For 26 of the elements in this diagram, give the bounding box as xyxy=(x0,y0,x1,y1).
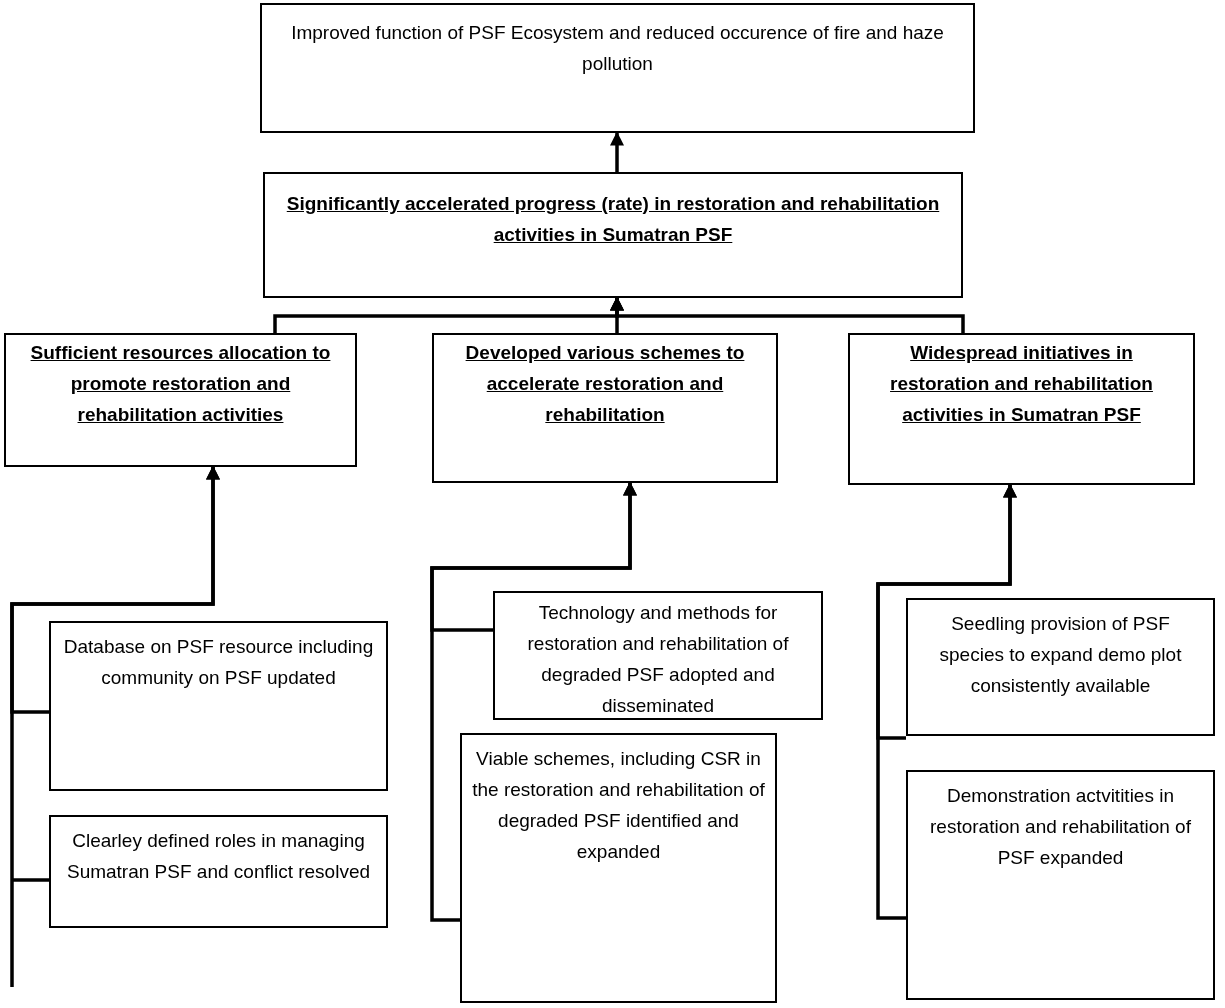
box-text: Technology and methods for restoration and rehabilitation of degraded PSF adopted and disseminated xyxy=(527,602,789,716)
box-text: Improved function of PSF Ecosystem and reduced occurence of fire and haze pollution xyxy=(291,22,944,74)
box-text: Database on PSF resource including community on PSF updated xyxy=(63,636,374,688)
process-box xyxy=(263,172,963,298)
box-text: Widespread initiatives in restoration and rehabilitation activities in Sumatran PSF xyxy=(890,342,1153,425)
box-text: Viable schemes, including CSR in the restoration and rehabilitation of degraded PSF identified and expanded xyxy=(472,748,765,862)
process-box xyxy=(49,815,388,928)
box-text: Clearley defined roles in managing Sumatran PSF and conflict resolved xyxy=(66,830,371,882)
process-box xyxy=(906,598,1215,736)
arrow xyxy=(430,481,637,922)
process-box xyxy=(906,770,1215,1000)
process-box xyxy=(432,333,778,483)
arrow xyxy=(876,483,1017,920)
process-box xyxy=(848,333,1195,485)
box-text: Significantly accelerated progress (rate) in restoration and rehabilitation activities in Sumatran PSF xyxy=(286,193,940,245)
box-text: Sufficient resources allocation to promote restoration and rehabilitation activities xyxy=(30,342,331,425)
box-text: Demonstration actvitities in restoration and rehabilitation of PSF expanded xyxy=(930,785,1191,868)
process-box xyxy=(49,621,388,791)
box-text: Developed various schemes to accelerate restoration and rehabilitation xyxy=(465,342,745,425)
box-text: Seedling provision of PSF species to expand demo plot consistently available xyxy=(939,613,1182,696)
process-box xyxy=(260,3,975,133)
process-box xyxy=(460,733,777,1003)
arrow xyxy=(610,131,624,172)
arrow xyxy=(10,465,220,989)
process-box xyxy=(493,591,823,720)
process-box xyxy=(4,333,357,467)
